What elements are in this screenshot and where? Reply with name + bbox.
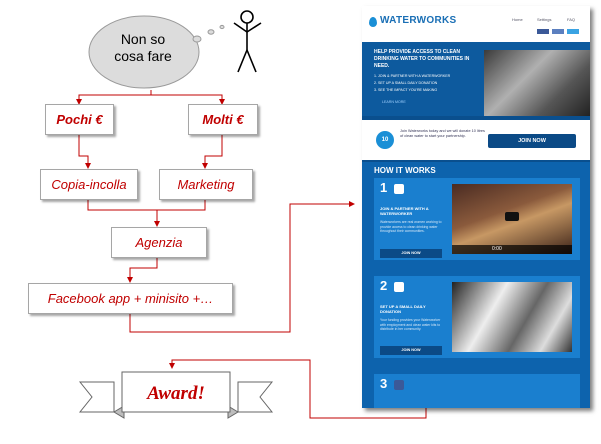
node-facebook: Facebook app + minisito +… bbox=[28, 283, 233, 314]
node-agenzia: Agenzia bbox=[111, 227, 207, 258]
connector-screenshot-award bbox=[169, 359, 427, 419]
ww-nav-settings[interactable]: Settings bbox=[537, 17, 552, 22]
stick-figure-icon bbox=[233, 10, 262, 73]
connector-thought-split bbox=[76, 90, 152, 105]
step-1-heading: JOIN & PARTNER WITH A WATERWORKER bbox=[380, 206, 429, 216]
ww-logo: WATERWORKS bbox=[380, 15, 457, 26]
connector-thought-molti bbox=[151, 94, 225, 105]
ww-header bbox=[362, 6, 590, 42]
tweet-icon[interactable] bbox=[567, 29, 579, 34]
step-2-join-button[interactable]: JOIN NOW bbox=[380, 346, 442, 355]
join-badge: 10 bbox=[376, 131, 394, 149]
learn-more-link[interactable]: LEARN MORE bbox=[382, 100, 406, 104]
award-label: Award! bbox=[147, 383, 205, 404]
share-icon[interactable] bbox=[552, 29, 564, 34]
facebook-icon bbox=[394, 380, 404, 390]
coins-icon bbox=[394, 282, 404, 292]
thought-line-2: cosa fare bbox=[114, 48, 172, 64]
join-now-button[interactable]: JOIN NOW bbox=[488, 134, 576, 148]
step-3-card bbox=[374, 374, 580, 408]
play-icon[interactable] bbox=[505, 212, 519, 221]
video-controls[interactable]: 0:00 bbox=[452, 245, 572, 254]
hero-step-2: 2. SET UP A SMALL DAILY DONATION bbox=[374, 81, 438, 85]
node-molti: Molti € bbox=[188, 104, 258, 135]
hero-photo bbox=[484, 50, 590, 116]
step-1-number: 1 bbox=[380, 180, 388, 195]
step-3-number: 3 bbox=[380, 376, 388, 391]
connector-molti-marketing bbox=[202, 134, 223, 169]
how-it-works-title: HOW IT WORKS bbox=[374, 166, 436, 175]
step-1-join-button[interactable]: JOIN NOW bbox=[380, 249, 442, 258]
video-time: 0:00 bbox=[492, 246, 502, 252]
like-icon[interactable] bbox=[537, 29, 549, 34]
thought-text: Non so cosa fare bbox=[108, 31, 178, 65]
connector-pochi-copia bbox=[78, 134, 91, 169]
join-text: Join Waterworks today and we will donate… bbox=[400, 129, 485, 138]
node-marketing: Marketing bbox=[159, 169, 253, 200]
node-pochi: Pochi € bbox=[45, 104, 114, 135]
node-copia-incolla: Copia-incolla bbox=[40, 169, 138, 200]
step-2-photo bbox=[452, 282, 572, 352]
step-2-body: Your funding provides your Waterworker w… bbox=[380, 318, 441, 332]
water-drop-icon bbox=[369, 17, 377, 27]
step-2-number: 2 bbox=[380, 278, 388, 293]
hero-step-1: 1. JOIN & PARTNER WITH A WATERWORKER bbox=[374, 74, 451, 78]
award-ribbon bbox=[78, 371, 274, 419]
ww-nav-home[interactable]: Home bbox=[512, 17, 523, 22]
hero-title: HELP PROVIDE ACCESS TO CLEAN DRINKING WA… bbox=[374, 49, 470, 69]
step-2-heading: SET UP A SMALL DAILY DONATION bbox=[380, 304, 426, 314]
connector-copia-agenzia bbox=[87, 199, 160, 227]
connector-facebook-screenshot bbox=[129, 201, 355, 333]
connector-agenzia-facebook bbox=[127, 257, 158, 283]
step-1-body: Waterworkers are real women working to p… bbox=[380, 220, 442, 234]
connector-marketing-agenzia bbox=[157, 199, 206, 211]
waterworks-screenshot: WATERWORKS Home Settings FAQ HELP PROVID… bbox=[362, 6, 590, 408]
hero-step-3: 3. SEE THE IMPACT YOU'RE MAKING bbox=[374, 88, 438, 92]
ww-nav-faq[interactable]: FAQ bbox=[567, 17, 576, 22]
handshake-icon bbox=[394, 184, 404, 194]
thought-line-1: Non so bbox=[120, 31, 166, 47]
step-1-video[interactable]: 0:00 bbox=[452, 184, 572, 254]
